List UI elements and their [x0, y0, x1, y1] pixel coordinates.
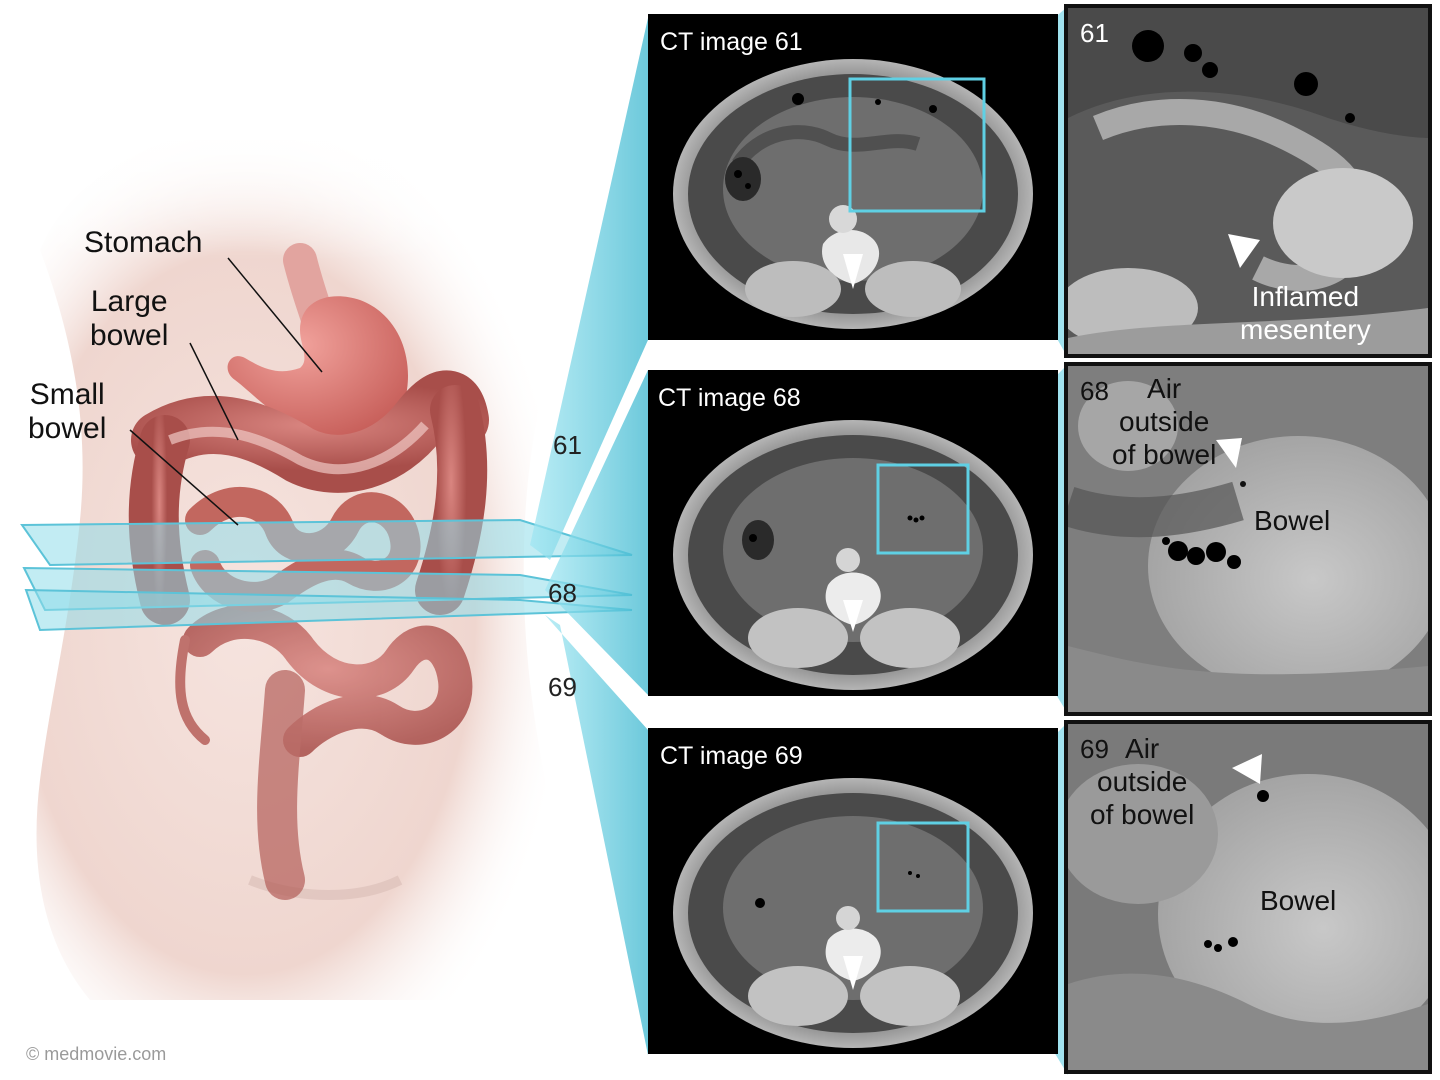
zoom-scan-69	[1068, 724, 1428, 1070]
zoom-label-69: Air outside of bowel	[1090, 733, 1195, 830]
slice-number-69: 69	[548, 672, 577, 702]
zoom-bowel-label-68: Bowel	[1254, 505, 1331, 536]
zoom-bowel-label-69: Bowel	[1260, 885, 1337, 916]
zoom-label-61: Inflamed mesentery	[1240, 281, 1371, 345]
zoom-label-68: Air outside of bowel	[1112, 373, 1217, 470]
zoom-panel-61: 61 Inflamed mesentery	[1064, 4, 1432, 358]
arrowhead-69	[1232, 754, 1262, 784]
stomach-label: Stomach	[84, 226, 203, 259]
copyright-credit: © medmovie.com	[26, 1044, 167, 1064]
lower-bowel-loops	[183, 604, 473, 757]
lower-intestines	[175, 604, 473, 900]
colon-band	[168, 421, 429, 475]
large-bowel-leader	[189, 342, 239, 441]
zoom-number-69: 69	[1080, 734, 1109, 764]
ct-title-69: CT image 69	[660, 742, 803, 770]
zoom-panel-69: 69 Air outside of bowel Bowel	[1064, 720, 1432, 1074]
ct-panel-61: CT image 61	[648, 14, 1058, 340]
ct-scan-61	[673, 59, 1033, 329]
zoom-number-61: 61	[1080, 18, 1109, 48]
slice-number-68: 68	[548, 578, 577, 608]
ct-scan-69	[673, 778, 1033, 1048]
zoom-scan-61	[1068, 8, 1428, 354]
zoom-number-68: 68	[1080, 376, 1109, 406]
ct-panel-69: CT image 69	[648, 728, 1058, 1054]
arrowhead-68	[1216, 438, 1242, 468]
ct-panel-68: CT image 68	[648, 370, 1058, 696]
connector-68	[545, 370, 648, 695]
ct-title-68: CT image 68	[658, 384, 801, 412]
stomach-leader	[227, 257, 323, 373]
arrowhead-61	[1228, 234, 1260, 268]
zoom-panel-68: 68 Air outside of bowel Bowel	[1064, 362, 1432, 716]
connector-69	[545, 615, 648, 1055]
small-bowel-label: Small bowel	[28, 378, 107, 445]
appendix	[175, 635, 210, 745]
torso-top-fade	[0, 120, 620, 260]
zoom-scan-68	[1068, 366, 1428, 712]
small-bowel-leader	[129, 429, 239, 526]
ct-title-61: CT image 61	[660, 28, 803, 56]
ct-scan-68	[673, 420, 1033, 690]
label-leaders	[129, 257, 323, 526]
plane-connectors	[530, 18, 648, 1055]
rectum	[257, 670, 305, 900]
descending-colon	[415, 385, 488, 615]
slice-number-61: 61	[553, 430, 582, 460]
large-bowel-label: Large bowel	[90, 285, 169, 352]
connector-61	[530, 18, 648, 560]
